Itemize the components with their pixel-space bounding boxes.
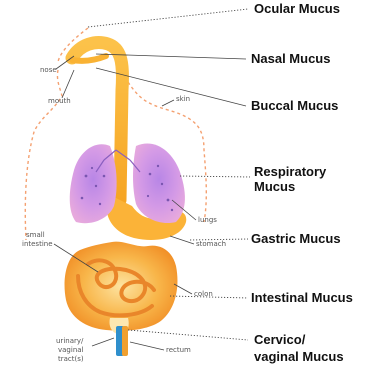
label-cervico-vaginal-line1: Cervico/	[254, 332, 306, 347]
label-small-intestine-line2: intestine	[22, 240, 53, 248]
label-nose: nose	[40, 66, 57, 74]
label-lungs: lungs	[198, 216, 217, 224]
label-cervico-vaginal-line2: vaginal Mucus	[254, 349, 344, 364]
label-respiratory-mucus-line1: Respiratory	[254, 164, 327, 179]
label-colon: colon	[194, 290, 213, 298]
label-urinary-line3: tract(s)	[58, 355, 84, 363]
label-rectum: rectum	[166, 346, 191, 354]
label-ocular-mucus: Ocular Mucus	[254, 1, 340, 16]
label-small-intestine-line1: small	[26, 231, 45, 239]
label-mouth: mouth	[48, 97, 71, 105]
label-intestinal-mucus: Intestinal Mucus	[251, 290, 353, 305]
leader-rectum	[130, 342, 164, 350]
label-urinary-line1: urinary/	[56, 337, 84, 345]
leader-urinary	[92, 338, 114, 346]
label-urinary-line2: vaginal	[58, 346, 84, 354]
label-buccal-mucus: Buccal Mucus	[251, 98, 338, 113]
label-skin: skin	[176, 95, 190, 103]
label-respiratory-mucus-line2: Mucus	[254, 179, 295, 194]
label-nasal-mucus: Nasal Mucus	[251, 51, 330, 66]
label-stomach: stomach	[196, 240, 226, 248]
leader-skin	[162, 100, 174, 106]
label-gastric-mucus: Gastric Mucus	[251, 231, 341, 246]
leader-mouth	[62, 70, 74, 98]
